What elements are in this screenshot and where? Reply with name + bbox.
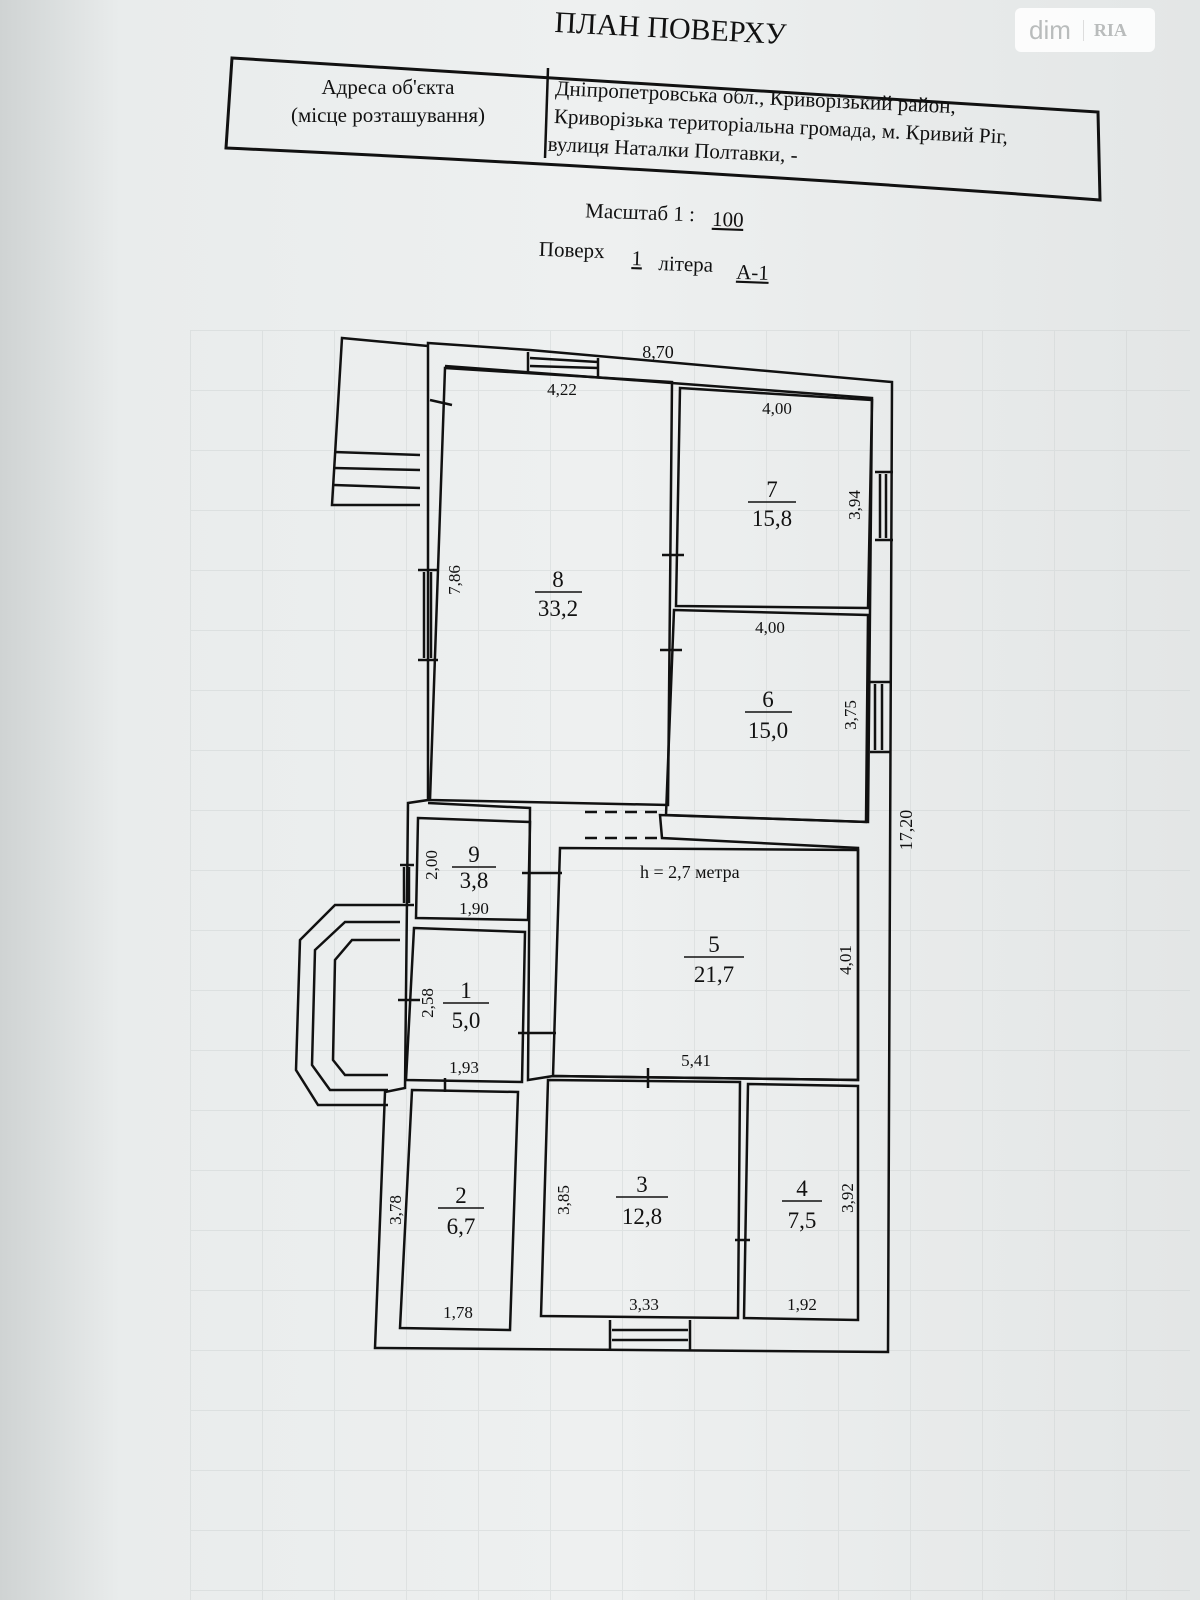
room-area: 33,2 [538, 596, 578, 621]
letter-value: А-1 [736, 260, 769, 285]
room-dim: 4,00 [755, 618, 785, 637]
floor-value: 1 [631, 246, 642, 270]
room-number: 1 [460, 978, 472, 1003]
room-8-label: 8 33,2 4,22 7,86 [445, 380, 582, 621]
room-dim: 1,90 [459, 899, 489, 918]
room-dim: 3,85 [554, 1185, 573, 1215]
room-dim: 2,58 [418, 988, 437, 1018]
room-dim: 2,00 [422, 850, 441, 880]
room-1-label: 1 5,0 2,58 1,93 [418, 978, 489, 1077]
room-number: 5 [708, 932, 720, 957]
room-dim: 7,86 [445, 565, 464, 595]
room-area: 21,7 [694, 962, 734, 987]
room-9-label: 9 3,8 2,00 1,90 [422, 842, 496, 918]
room-dim: 1,78 [443, 1303, 473, 1322]
room-6 [664, 608, 870, 824]
outer-width-dim: 8,70 [642, 342, 674, 362]
room-dim: 3,75 [841, 700, 860, 730]
address-label: Адреса об'єкта [321, 75, 455, 99]
building-outline [294, 336, 894, 1354]
room-area: 15,8 [752, 506, 792, 531]
room-number: 3 [636, 1172, 648, 1197]
room-number: 2 [455, 1183, 467, 1208]
room-3 [539, 1078, 742, 1320]
room-area: 15,0 [748, 718, 788, 743]
room-3-label: 3 12,8 3,85 3,33 [554, 1172, 668, 1314]
address-label-sub: (місце розташування) [291, 103, 485, 127]
room-2-label: 2 6,7 3,78 1,78 [386, 1183, 484, 1322]
room-9 [414, 816, 532, 922]
room-4-label: 4 7,5 3,92 1,92 [782, 1176, 857, 1314]
room-number: 8 [552, 567, 564, 592]
room-area: 3,8 [460, 868, 489, 893]
room-dim: 4,01 [836, 945, 855, 975]
room-area: 5,0 [452, 1008, 481, 1033]
scale-label: Масштаб 1 : [585, 198, 696, 226]
ceiling-height: h = 2,7 метра [640, 862, 740, 882]
room-dim: 4,00 [762, 399, 792, 418]
watermark-brand: dim [1029, 14, 1071, 45]
room-7-label: 7 15,8 4,00 3,94 [748, 399, 864, 531]
letter-label: літера [658, 251, 714, 277]
room-6-label: 6 15,0 4,00 3,75 [745, 618, 860, 743]
room-5-label: 5 21,7 4,01 5,41 [681, 932, 855, 1070]
dim-ria-watermark: dim RIA [1015, 8, 1155, 52]
floor-label: Поверх [539, 237, 606, 263]
room-7 [674, 386, 874, 610]
room-dim: 3,92 [838, 1183, 857, 1213]
room-dim: 5,41 [681, 1051, 711, 1070]
room-area: 12,8 [622, 1204, 662, 1229]
room-dim: 3,94 [845, 490, 864, 520]
background-grid [190, 330, 1190, 1600]
room-5 [551, 846, 860, 1082]
room-number: 7 [766, 477, 778, 502]
room-2 [398, 1088, 520, 1332]
door-marks [398, 398, 750, 1242]
room-area: 6,7 [447, 1214, 476, 1239]
room-1 [404, 926, 527, 1084]
watermark-sub: RIA [1082, 19, 1127, 41]
room-area: 7,5 [788, 1208, 817, 1233]
room-number: 6 [762, 687, 774, 712]
address-table: Адреса об'єкта (місце розташування) Дніп… [224, 56, 1102, 202]
plan-title: ПЛАН ПОВЕРХУ [554, 6, 788, 51]
room-number: 4 [796, 1176, 808, 1201]
room-dim: 1,93 [449, 1058, 479, 1077]
scale-value: 100 [712, 207, 744, 232]
room-dim: 1,92 [787, 1295, 817, 1314]
room-dim: 3,33 [629, 1295, 659, 1314]
room-dim: 3,78 [386, 1195, 405, 1225]
room-number: 9 [468, 842, 480, 867]
room-8 [428, 366, 674, 807]
outer-length-dim: 17,20 [896, 810, 916, 851]
room-dim: 4,22 [547, 380, 577, 399]
